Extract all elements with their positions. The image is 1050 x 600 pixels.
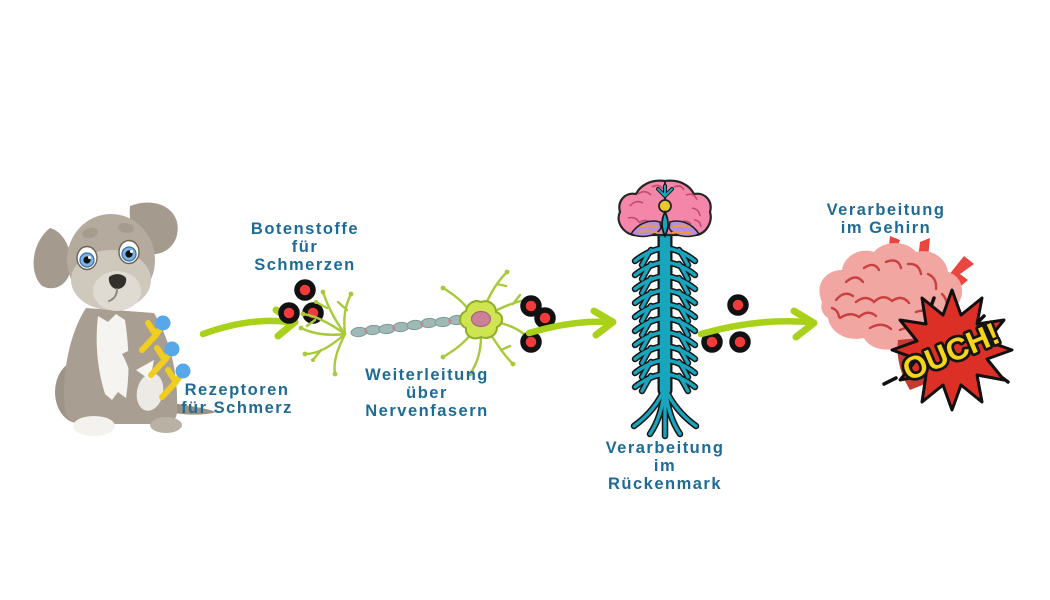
dog-brow-left: [82, 227, 98, 239]
label-brain-line1: Verarbeitung: [826, 201, 946, 219]
spinal-cord-teal: [632, 230, 698, 438]
label-brain: Verarbeitung im Gehirn: [781, 201, 991, 238]
dendrite-tips-left: [298, 289, 354, 377]
dog-rear-paw: [150, 417, 182, 433]
dog-leg-wrap: [136, 373, 164, 411]
messenger-dots-2: [520, 295, 556, 353]
label-spinal-line1: Verarbeitung: [605, 439, 725, 457]
dog-eye-left: [76, 245, 98, 271]
arrowhead: [790, 307, 818, 341]
dog-nose: [108, 274, 127, 289]
label-messengers-line1: Botenstoffe: [250, 220, 360, 238]
dog-front-paw: [73, 416, 115, 436]
dog-mouth: [108, 288, 118, 302]
label-messengers-line2: für: [291, 237, 319, 256]
neuron-illustration: [298, 269, 528, 377]
neuron-nucleus: [470, 310, 492, 328]
receptor-tips: [155, 315, 191, 379]
dendrites-left: [299, 290, 353, 376]
label-spinal-line2: im: [653, 456, 677, 475]
arrow-3: [697, 307, 818, 341]
arrowhead: [590, 307, 617, 339]
dog-tail: [168, 402, 216, 415]
messenger-dots-3: [701, 294, 751, 353]
label-receptors: Rezeptoren für Schmerz: [132, 381, 342, 418]
label-transmission: Weiterleitung über Nervenfasern: [322, 366, 532, 420]
brain-ouch-illustration: OUCH!: [819, 236, 1014, 412]
label-receptors-line1: Rezeptoren: [184, 381, 290, 399]
myelin-sheath: [350, 314, 466, 338]
dog-illustration: [33, 202, 216, 436]
label-messengers: Botenstoffe für Schmerzen: [200, 220, 410, 274]
brainstem: [661, 209, 669, 239]
cerebellum-stripes: [637, 224, 693, 235]
label-spinal-line3: Rückenmark: [607, 474, 723, 493]
dog-brow-right: [118, 222, 134, 234]
spinal-cord-illustration: [617, 179, 712, 446]
label-transmission-line3: Nervenfasern: [365, 401, 489, 420]
arrow-2: [525, 307, 617, 339]
label-transmission-line1: Weiterleitung: [365, 366, 489, 384]
dog-eye-right: [118, 239, 140, 265]
dog-ear-left: [33, 228, 72, 289]
messenger-dots-1: [278, 279, 324, 324]
label-messengers-line3: Schmerzen: [254, 255, 356, 274]
small-brain: [617, 179, 712, 239]
label-brain-line2: im Gehirn: [840, 218, 932, 237]
ouch-starburst: [890, 288, 1014, 412]
dog-chest-patch: [96, 314, 129, 400]
label-receptors-line2: für Schmerz: [181, 398, 293, 417]
label-transmission-line2: über: [406, 383, 448, 402]
label-spinal: Verarbeitung im Rückenmark: [560, 439, 770, 493]
